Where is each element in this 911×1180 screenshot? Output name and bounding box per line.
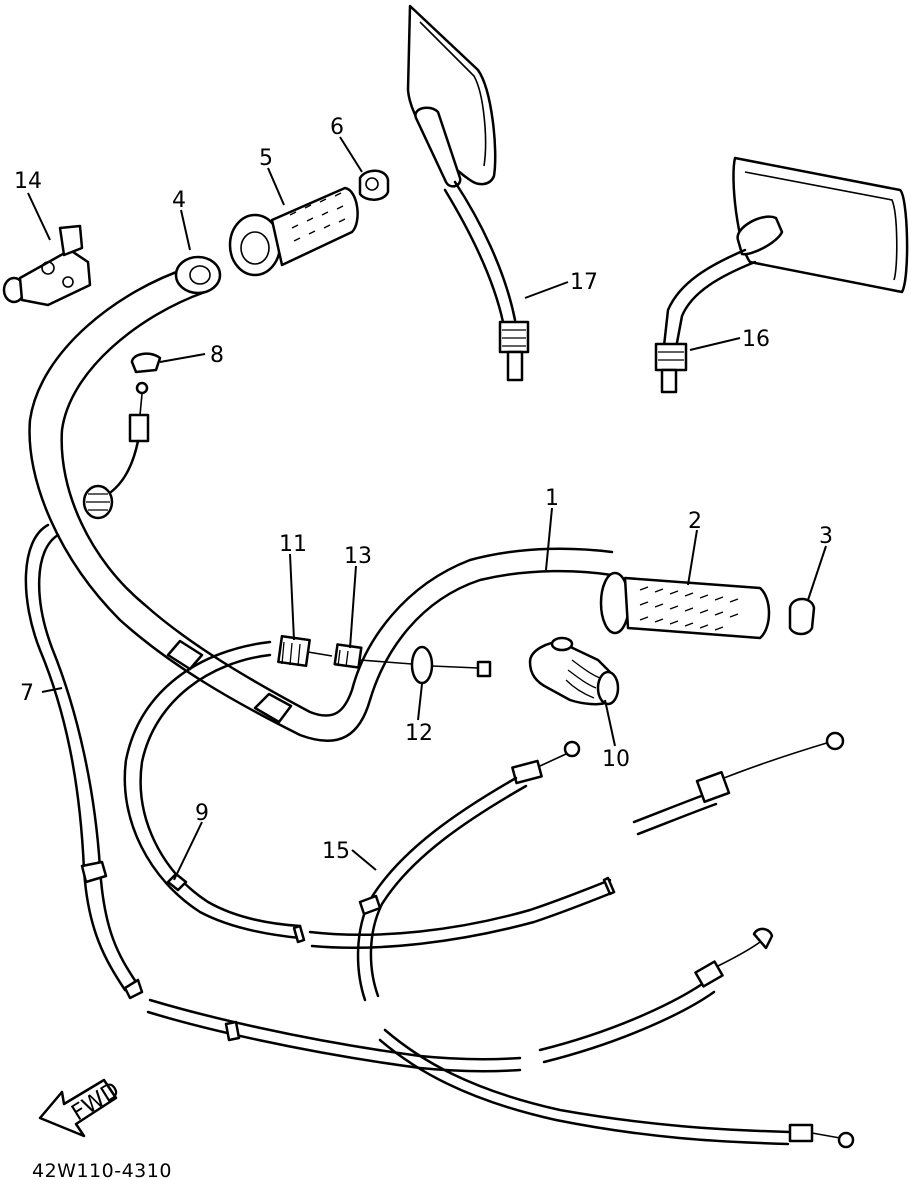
mirror-left bbox=[654, 156, 909, 394]
handlebar bbox=[28, 255, 614, 743]
callout-14: 14 bbox=[14, 169, 42, 194]
grip-end bbox=[788, 597, 816, 636]
cable-15 bbox=[356, 740, 855, 1149]
throttle-grip bbox=[228, 186, 359, 277]
callout-9: 9 bbox=[195, 801, 209, 826]
cable-8 bbox=[82, 352, 162, 520]
forward-arrow-icon: FWD bbox=[38, 1078, 124, 1138]
callout-16: 16 bbox=[742, 327, 770, 352]
callout-4: 4 bbox=[172, 188, 186, 213]
handlebar-clamp-band bbox=[166, 639, 204, 671]
callout-6: 6 bbox=[330, 115, 344, 140]
callout-7: 7 bbox=[20, 681, 34, 706]
leader-lines bbox=[27, 136, 827, 881]
left-switch-holder bbox=[2, 224, 92, 307]
cable-7 bbox=[24, 523, 522, 1073]
callout-3: 3 bbox=[819, 524, 833, 549]
callout-13: 13 bbox=[344, 544, 372, 569]
cable-adjuster-assembly bbox=[277, 634, 492, 685]
callout-12: 12 bbox=[405, 721, 433, 746]
callout-2: 2 bbox=[688, 509, 702, 534]
callout-10: 10 bbox=[602, 747, 630, 772]
callout-labels: 1 2 3 4 5 6 7 8 9 10 11 12 13 14 15 16 1… bbox=[14, 115, 833, 864]
callout-8: 8 bbox=[210, 343, 224, 368]
callout-11: 11 bbox=[279, 532, 307, 557]
callout-5: 5 bbox=[259, 146, 273, 171]
right-switch-housing bbox=[528, 636, 620, 706]
drawing-code: 42W110-4310 bbox=[32, 1160, 172, 1180]
cable-9 bbox=[123, 640, 845, 949]
grip-end-left bbox=[358, 169, 390, 201]
callout-17: 17 bbox=[570, 270, 598, 295]
handlebar-end-collar bbox=[174, 255, 222, 295]
handlebar-clamp-band bbox=[253, 692, 293, 724]
callout-15: 15 bbox=[322, 839, 350, 864]
right-grip bbox=[599, 571, 771, 640]
callout-1: 1 bbox=[545, 486, 559, 511]
mirror-right bbox=[406, 4, 530, 382]
